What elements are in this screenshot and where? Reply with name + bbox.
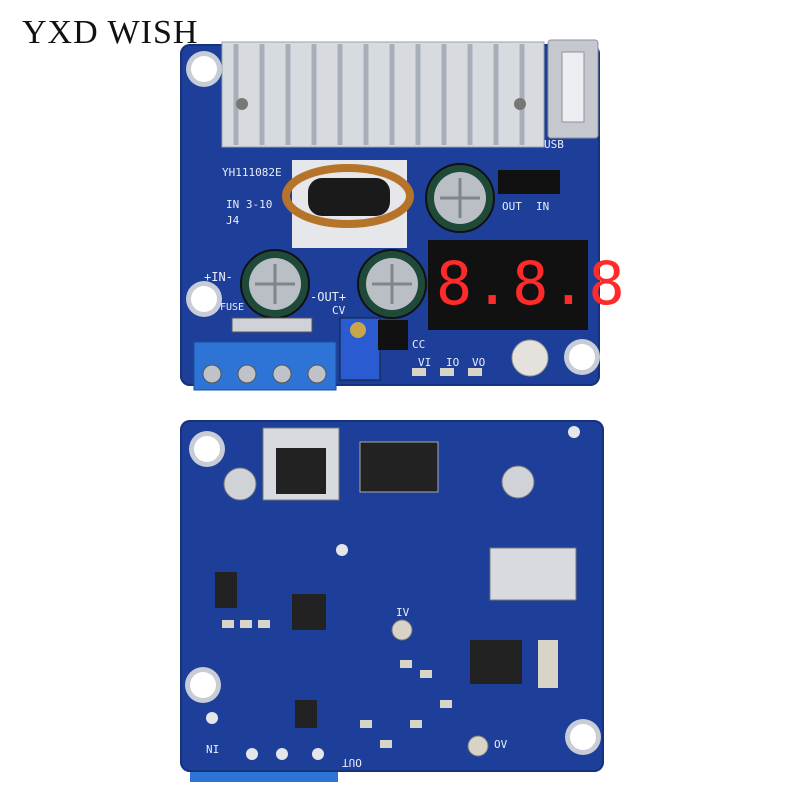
mounting-hole bbox=[194, 436, 220, 462]
screw bbox=[501, 465, 535, 499]
diode bbox=[295, 700, 317, 728]
transistor bbox=[292, 594, 326, 630]
vo-label: VO bbox=[472, 356, 486, 369]
ov-label: OV bbox=[494, 738, 508, 751]
jumper-label: J4 bbox=[226, 214, 240, 227]
mounting-hole bbox=[569, 344, 595, 370]
cc-label: CC bbox=[412, 338, 426, 351]
mounting-hole bbox=[190, 672, 216, 698]
screw bbox=[223, 467, 257, 501]
trimmer bbox=[391, 619, 413, 641]
iv-label: IV bbox=[396, 606, 410, 619]
capacitor bbox=[357, 249, 427, 319]
smd-components bbox=[222, 620, 558, 748]
out-label: -OUT+ bbox=[310, 290, 347, 304]
vi-label: VI bbox=[418, 356, 432, 369]
cv-label: CV bbox=[332, 304, 346, 317]
io-label: IO bbox=[446, 356, 460, 369]
heatsink bbox=[221, 41, 545, 148]
terminal-block bbox=[193, 341, 337, 391]
input-range-label: IN 3-10 bbox=[226, 198, 273, 211]
potentiometer bbox=[339, 317, 381, 381]
solder-pads bbox=[206, 426, 580, 760]
capacitor bbox=[240, 249, 310, 319]
regulator-ic bbox=[262, 427, 340, 501]
brand-watermark: YXD WISH bbox=[22, 14, 199, 51]
fuse-diode bbox=[231, 317, 313, 333]
mounting-hole bbox=[191, 56, 217, 82]
plus-in-label: +IN- bbox=[204, 270, 233, 284]
out-label-bottom: OUT bbox=[342, 756, 362, 769]
fuse-label: FUSE bbox=[220, 302, 245, 313]
switch-in-label: IN bbox=[536, 200, 550, 213]
trimmer bbox=[467, 735, 489, 757]
switch-header bbox=[498, 170, 560, 194]
mounting-hole bbox=[570, 724, 596, 750]
mounting-hole bbox=[191, 286, 217, 312]
model-label: YH111082E bbox=[222, 166, 282, 179]
usb-port bbox=[547, 39, 599, 139]
usb-label: USB bbox=[544, 138, 564, 151]
mosfet-package bbox=[359, 441, 439, 493]
capacitor bbox=[425, 163, 495, 233]
led-display-housing bbox=[428, 240, 588, 330]
switch-out-label: OUT bbox=[502, 200, 522, 213]
transistor bbox=[215, 572, 237, 608]
smd-components bbox=[412, 368, 482, 376]
push-button bbox=[511, 339, 549, 377]
regulator-ic bbox=[489, 547, 577, 601]
toroid-inductor bbox=[282, 160, 414, 248]
mosfet bbox=[378, 320, 408, 350]
terminal-block-bottom bbox=[190, 772, 338, 782]
in-label: IN bbox=[206, 742, 220, 755]
controller-ic bbox=[470, 640, 522, 684]
